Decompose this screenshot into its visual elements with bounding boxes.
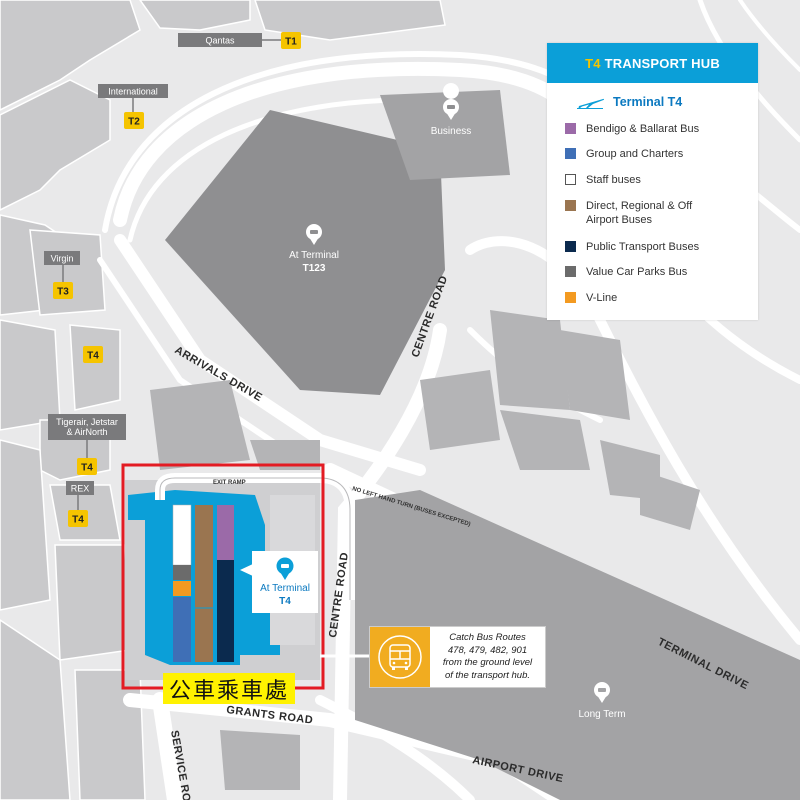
right-buildings <box>150 310 700 790</box>
bus-routes-info: Catch Bus Routes 478, 479, 482, 901 from… <box>369 626 546 688</box>
legend-item-direct-regional: Direct, Regional & Off Airport Buses <box>565 199 696 227</box>
terminal-code: T4 <box>87 351 99 362</box>
legend-swatch <box>565 123 576 134</box>
t4-callout-line1: At Terminal <box>260 583 310 594</box>
airline-label: Qantas <box>205 36 235 46</box>
legend-swatch <box>565 241 576 252</box>
bus-icon <box>378 635 422 679</box>
airline-label: Tigerair, Jetstar& AirNorth <box>56 417 118 437</box>
terminal-code: T2 <box>128 117 140 128</box>
legend-swatch <box>565 174 576 185</box>
legend-swatch <box>565 266 576 277</box>
legend-item-public-transport: Public Transport Buses <box>565 240 756 254</box>
parking-pin-icon <box>276 557 294 580</box>
bay-staff <box>172 504 192 566</box>
t4-carpark-callout[interactable]: At Terminal T4 <box>252 551 318 613</box>
airline-label: REX <box>71 484 90 494</box>
carpark-long-term <box>355 490 800 800</box>
bus-routes-line2: 478, 479, 482, 901 <box>447 644 528 656</box>
bay-bendigo-ballarat <box>217 505 234 560</box>
airline-line2: & AirNorth <box>66 427 107 437</box>
legend-item-bendigo-ballarat: Bendigo & Ballarat Bus <box>565 122 756 136</box>
legend-title-accent: T4 <box>585 55 601 71</box>
airline-label: Virgin <box>51 254 74 264</box>
terminal-code: T1 <box>285 37 297 48</box>
business-carpark-pin[interactable]: Business <box>431 83 472 137</box>
legend-item-label: Value Car Parks Bus <box>586 266 688 278</box>
legend-title-text: TRANSPORT HUB <box>604 55 720 71</box>
legend-title: T4 TRANSPORT HUB <box>547 43 758 83</box>
long-term-carpark-pin[interactable]: Long Term <box>578 682 626 720</box>
legend-terminal-label: Terminal T4 <box>613 95 683 109</box>
carpark-business <box>380 90 510 180</box>
bus-icon-tile <box>370 627 430 687</box>
airline-label: International <box>108 87 158 97</box>
bus-routes-line1: Catch Bus Routes <box>449 632 526 643</box>
legend-item-label: Public Transport Buses <box>586 241 700 253</box>
legend-item-value-car-parks: Value Car Parks Bus <box>565 265 756 279</box>
bay-direct-regional <box>195 505 213 662</box>
long-term-label: Long Term <box>578 709 625 720</box>
legend-item-label: Group and Charters <box>586 148 684 160</box>
legend-item-label: Direct, Regional & Off Airport Buses <box>586 200 693 226</box>
bus-routes-line3: from the ground level <box>442 657 533 668</box>
terminal-code: T4 <box>81 463 93 474</box>
legend-item-label: Bendigo & Ballarat Bus <box>586 123 700 135</box>
legend-item-label: Staff buses <box>586 174 641 186</box>
legend-terminal-row: Terminal T4 <box>577 95 682 109</box>
bay-group-charters <box>173 597 191 662</box>
t123-label-line2: T123 <box>303 263 326 274</box>
car-icon <box>447 105 455 109</box>
bay-vline <box>173 581 191 596</box>
terminal-tag-t4-tigerair: Tigerair, Jetstar& AirNorth T4 <box>48 414 126 475</box>
t123-label-line1: At Terminal <box>289 250 339 261</box>
bay-public-transport <box>217 560 234 662</box>
terminal-tag-t3: Virgin T3 <box>44 251 80 299</box>
bus-routes-line4: of the transport hub. <box>444 669 531 681</box>
legend-panel: T4 TRANSPORT HUB Terminal T4 Bendigo & B… <box>547 43 758 320</box>
bus-stop-chinese-label: 公車乘車處 <box>163 673 295 704</box>
airplane-icon <box>577 98 605 109</box>
legend-swatch <box>565 148 576 159</box>
bus-routes-text: Catch Bus Routes 478, 479, 482, 901 from… <box>430 627 545 687</box>
car-icon <box>598 688 606 692</box>
legend-item-vline: V-Line <box>565 291 756 305</box>
legend-swatch <box>565 292 576 303</box>
legend-swatch <box>565 200 576 211</box>
legend-item-label: V-Line <box>586 292 618 304</box>
carpark-t123 <box>165 110 445 395</box>
terminal-tag-t2: International T2 <box>98 84 168 129</box>
terminal-code: T3 <box>57 287 69 298</box>
airline-line1: Tigerair, Jetstar <box>56 417 118 427</box>
car-icon <box>310 230 318 234</box>
terminal-tag-t4-rex: REX T4 <box>66 481 94 527</box>
terminal-tag-t4-main: T4 <box>83 346 103 363</box>
terminal-code: T4 <box>72 515 84 526</box>
road-label-exit-ramp: EXIT RAMP <box>213 480 246 486</box>
legend-item-group-charters: Group and Charters <box>565 147 756 161</box>
bay-value-car-parks <box>173 565 191 580</box>
t123-carpark-pin[interactable]: At Terminal T123 <box>289 224 339 274</box>
legend-item-staff-buses: Staff buses <box>565 173 756 187</box>
terminal-tag-t1: Qantas T1 <box>178 32 301 49</box>
t4-callout-line2: T4 <box>279 596 291 607</box>
business-label: Business <box>431 126 472 137</box>
